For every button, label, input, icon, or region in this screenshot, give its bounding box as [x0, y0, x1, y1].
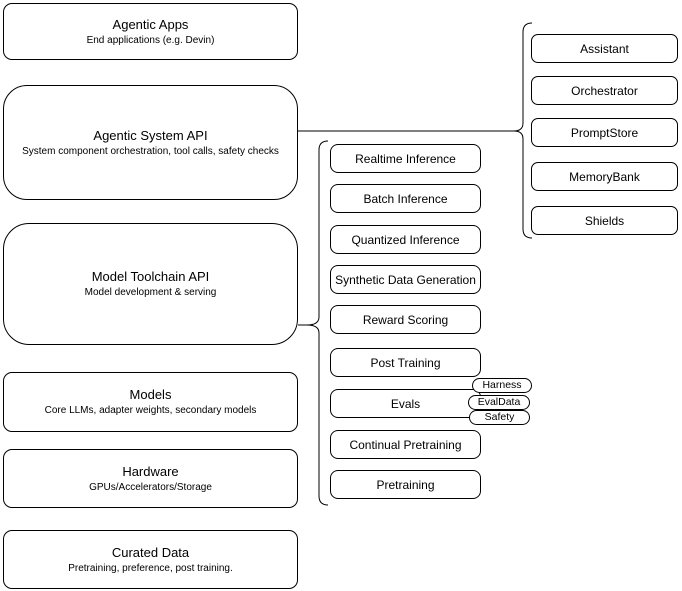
- box-title: Hardware: [122, 463, 179, 479]
- component-orchestrator: Orchestrator: [531, 76, 678, 105]
- service-evals: Evals: [330, 389, 481, 418]
- box-subtitle: Pretraining, preference, post training.: [68, 562, 233, 574]
- service-reward-scoring: Reward Scoring: [330, 305, 481, 334]
- box-curated-data: Curated Data Pretraining, preference, po…: [3, 530, 298, 589]
- component-promptstore: PromptStore: [531, 118, 678, 147]
- box-model-toolchain-api: Model Toolchain API Model development & …: [3, 223, 298, 345]
- service-batch-inference: Batch Inference: [330, 184, 481, 213]
- box-title: Agentic Apps: [112, 16, 189, 32]
- components-brace: [513, 22, 533, 239]
- box-subtitle: System component orchestration, tool cal…: [22, 145, 279, 157]
- box-agentic-apps: Agentic Apps End applications (e.g. Devi…: [3, 3, 298, 60]
- box-subtitle: Core LLMs, adapter weights, secondary mo…: [44, 405, 257, 416]
- eval-tag-safety: Safety: [469, 410, 530, 425]
- component-assistant: Assistant: [531, 34, 678, 63]
- box-title: Curated Data: [111, 544, 190, 560]
- service-continual-pretraining: Continual Pretraining: [330, 430, 481, 459]
- services-brace: [306, 140, 329, 506]
- box-title: Models: [129, 387, 172, 402]
- box-models: Models Core LLMs, adapter weights, secon…: [3, 372, 298, 432]
- service-realtime-inference: Realtime Inference: [330, 144, 481, 173]
- component-shields: Shields: [531, 206, 678, 235]
- box-agentic-system-api: Agentic System API System component orch…: [3, 85, 298, 200]
- eval-tag-harness: Harness: [472, 378, 532, 393]
- service-synthetic-data-generation: Synthetic Data Generation: [330, 265, 481, 294]
- box-title: Model Toolchain API: [91, 269, 210, 284]
- component-memorybank: MemoryBank: [531, 162, 678, 191]
- eval-tag-evaldata: EvalData: [468, 395, 530, 410]
- box-subtitle: GPUs/Accelerators/Storage: [89, 481, 212, 493]
- service-post-training: Post Training: [330, 348, 481, 377]
- box-subtitle: Model development & serving: [84, 287, 217, 298]
- box-hardware: Hardware GPUs/Accelerators/Storage: [3, 449, 298, 508]
- service-pretraining: Pretraining: [330, 470, 481, 499]
- service-quantized-inference: Quantized Inference: [330, 225, 481, 254]
- box-title: Agentic System API: [93, 127, 208, 143]
- box-subtitle: End applications (e.g. Devin): [86, 34, 215, 46]
